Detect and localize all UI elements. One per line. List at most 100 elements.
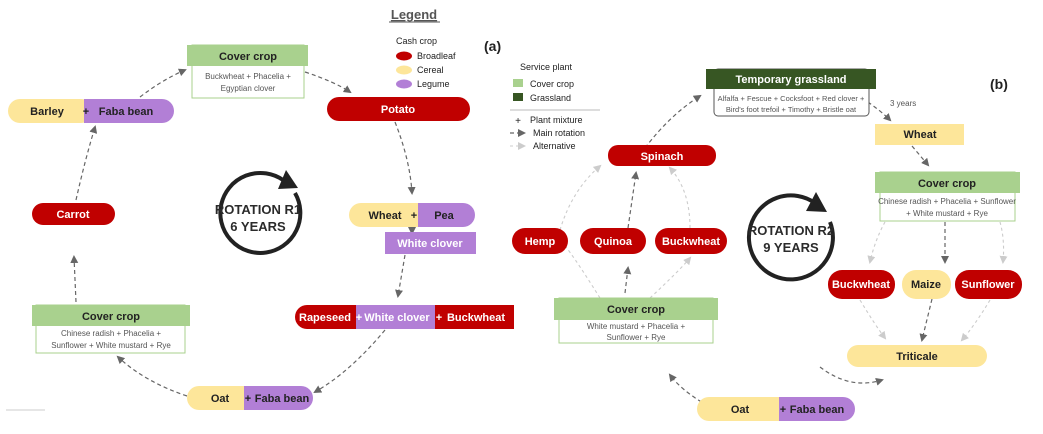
a-faba-bean-bottom-label: Faba bean: [255, 393, 310, 405]
b-temporary-grassland: Temporary grassland Alfalfa + Fescue + C…: [706, 68, 876, 117]
b-grassland-title: Temporary grassland: [735, 74, 846, 86]
b-maize-node: [902, 270, 951, 299]
a-cover-crop-top-header: [187, 45, 308, 66]
b-cover-crop-left-line2: Sunflower + Rye: [607, 333, 666, 342]
alt-arrow-b-cover-to-buckwheat: [649, 256, 692, 299]
arrow-a-barley-to-cover: [139, 68, 187, 98]
b-grassland-line1: Alfalfa + Fescue + Cocksfoot + Red clove…: [718, 94, 865, 103]
arrow-a-potato-to-wheat: [394, 121, 416, 195]
alt-arrow-b-sunflower-to-triticale: [960, 299, 991, 342]
b-years-note: 3 years: [890, 99, 916, 108]
a-rapeseed-node: [295, 305, 365, 329]
legend: Legend Cash crop Broadleaf Cereal Legume…: [389, 7, 600, 151]
a-barley-label: Barley: [30, 106, 65, 118]
arrow-a-oat-to-cover: [116, 355, 188, 397]
a-faba-bean-top-label: Faba bean: [99, 106, 154, 118]
legend-plus-symbol: +: [515, 116, 521, 127]
arrow-a-cover-to-carrot: [70, 255, 79, 303]
a-faba-bean-top-join: [84, 99, 98, 123]
b-buckwheat-left-node: [655, 228, 727, 254]
alt-arrow-b-cover-to-sunflower: [999, 221, 1008, 264]
b-quinoa-node: [580, 228, 646, 254]
a-cover-crop-left-header: [32, 305, 190, 326]
a-oat-label: Oat: [211, 393, 230, 405]
b-oat-label: Oat: [731, 404, 750, 416]
legend-cover-crop-swatch: [513, 79, 523, 87]
b-faba-bean-join: [779, 397, 793, 421]
b-sunflower-node: [955, 270, 1022, 299]
b-grassland-line2: Bird's foot trefoil + Timothy + Bristle …: [726, 105, 857, 114]
b-spinach-label: Spinach: [641, 151, 684, 163]
b-cover-crop-right-title: Cover crop: [918, 178, 976, 190]
b-cover-crop-right-line1: Chinese radish + Phacelia + Sunflower: [878, 197, 1016, 206]
arrow-a-clover-to-rapeseed: [395, 254, 406, 298]
rotation-r1-cycle-icon: [218, 171, 303, 255]
a-carrot-label: Carrot: [56, 209, 89, 221]
a-cover-crop-top-line2: Egyptian clover: [221, 84, 276, 93]
rotation-r1-years: 6 YEARS: [230, 219, 286, 234]
arrow-b-quinoa-to-spinach: [627, 171, 640, 229]
legend-plant-mixture-label: Plant mixture: [530, 115, 583, 125]
b-cover-crop-left: Cover crop White mustard + Phacelia + Su…: [554, 297, 718, 344]
b-triticale-node: [847, 345, 987, 367]
alt-arrow-b-buckwheat-to-spinach: [668, 166, 691, 229]
legend-main-rotation-label: Main rotation: [533, 128, 585, 138]
a-carrot-node: [32, 203, 115, 225]
b-hemp-label: Hemp: [525, 236, 556, 248]
b-wheat-label: Wheat: [904, 129, 937, 141]
a-potato-label: Potato: [381, 104, 416, 116]
arrow-b-spinach-to-grassland: [644, 94, 702, 149]
a-rapeseed-label: Rapeseed: [299, 312, 351, 324]
a-wheat-pea-plus: +: [411, 210, 417, 222]
b-faba-bean-node: [779, 397, 855, 421]
a-wheat-node: [349, 203, 433, 227]
a-buckwheat-label: Buckwheat: [447, 312, 505, 324]
a-white-clover-label: White clover: [397, 238, 463, 250]
b-triticale-label: Triticale: [896, 351, 938, 363]
b-oat-node: [697, 397, 794, 421]
b-spinach-node: [608, 145, 716, 166]
panel-a-label: (a): [484, 38, 501, 54]
arrow-b-wheat-to-cover: [911, 145, 930, 167]
alt-arrow-b-hemp-to-spinach: [559, 164, 602, 231]
arrow-b-cover-to-quinoa: [623, 266, 632, 294]
a-potato-node: [327, 97, 470, 121]
legend-service-plant-heading: Service plant: [520, 62, 573, 72]
a-barley-node: [8, 99, 93, 123]
a-barley-faba-plus: +: [83, 106, 89, 118]
legend-title: Legend: [391, 7, 437, 22]
alt-arrow-b-cover-to-buckwheat: [867, 221, 886, 264]
b-cover-crop-right: Cover crop Chinese radish + Phacelia + S…: [875, 171, 1020, 222]
b-buckwheat-left-label: Buckwheat: [662, 236, 720, 248]
legend-cereal-label: Cereal: [417, 65, 444, 75]
panel-a: (a) ROTATION R1 6 YEARS Cover crop Buckw…: [6, 38, 514, 411]
b-sunflower-label: Sunflower: [961, 279, 1015, 291]
rotation-r1-cycle-arrowhead-icon: [278, 170, 298, 189]
b-faba-bean-label: Faba bean: [790, 404, 845, 416]
b-wheat-node: [875, 124, 964, 145]
legend-legume-label: Legume: [417, 79, 450, 89]
a-cover-crop-top-line1: Buckwheat + Phacelia +: [205, 72, 291, 81]
a-cover-crop-left-line1: Chinese radish + Phacelia +: [61, 329, 161, 338]
a-cover-crop-left: Cover crop Chinese radish + Phacelia + S…: [32, 304, 190, 354]
b-cover-crop-right-line2: + White mustard + Rye: [906, 209, 988, 218]
b-maize-label: Maize: [911, 279, 941, 291]
b-grassland-header: [706, 69, 876, 89]
legend-broadleaf-label: Broadleaf: [417, 51, 456, 61]
legend-grassland-label: Grassland: [530, 93, 571, 103]
arrow-b-triticale-to-faba: [819, 366, 884, 386]
b-quinoa-label: Quinoa: [594, 236, 633, 248]
arrow-b-maize-to-triticale: [919, 298, 933, 342]
a-faba-bean-top-node: [84, 99, 174, 123]
a-white-clover-node: [385, 232, 476, 254]
a-faba-bean-bottom-node: [244, 386, 313, 410]
a-wheat-label: Wheat: [369, 210, 402, 222]
legend-broadleaf-swatch: [396, 51, 412, 61]
arrow-a-rapeseed-to-oat: [313, 329, 386, 393]
a-white-clover-2-label: White clover: [364, 312, 430, 324]
rotation-r2-cycle-arrowhead-icon: [806, 192, 827, 212]
a-cover-crop-left-title: Cover crop: [82, 311, 140, 323]
rotation-r1-title: ROTATION R1: [215, 202, 301, 217]
rotation-r2-title: ROTATION R2: [748, 223, 834, 238]
